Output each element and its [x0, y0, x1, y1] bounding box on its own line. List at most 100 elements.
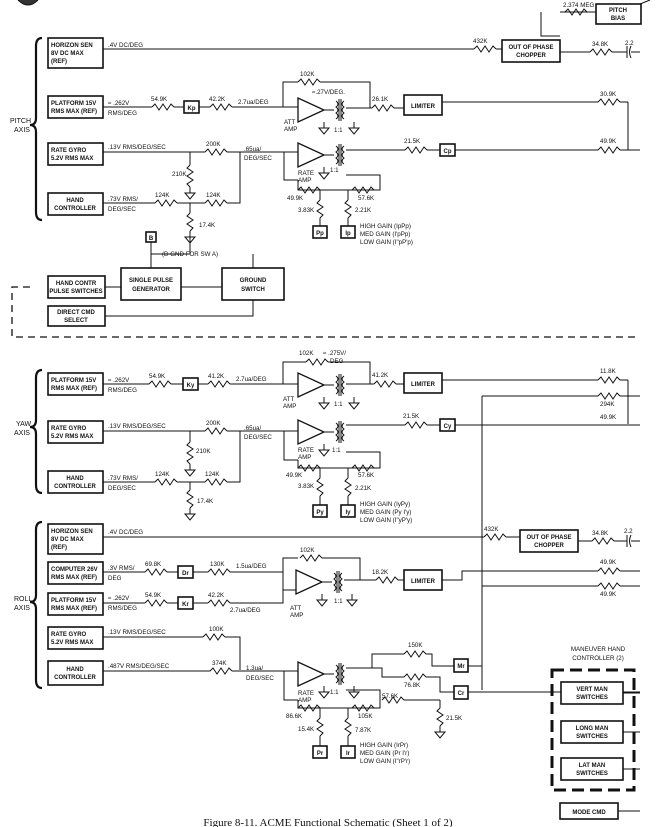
yaw-iy: Iy	[345, 510, 351, 516]
r-2374meg: 2.374 MEG	[563, 2, 594, 9]
pitch-r-499k: 49.9K	[600, 138, 617, 145]
roll-platform-rate: 2.7ua/DEG	[230, 607, 261, 614]
pitch-gain-cp-label: Cp	[444, 149, 452, 155]
maneuver-title-1: MANEUVER HAND	[571, 646, 626, 653]
roll-rate-gyro-l2: 5.2V RMS MAX	[51, 640, 93, 646]
roll-rate-gyro-box	[47, 626, 104, 650]
direct-cmd-l1: DIRECT CMD	[57, 310, 95, 316]
pitch-hand-l1: HAND	[66, 198, 84, 204]
pitch-r-576k: 57.6K	[358, 195, 375, 202]
yaw-gain-high: HIGH GAIN (IyPy)	[360, 501, 410, 508]
pitch-hand-signal-1: .73V RMS/	[108, 196, 138, 203]
yaw-platform-l1: PLATFORM 15V	[51, 378, 96, 384]
yaw-att-amp	[297, 371, 326, 399]
roll-rate-amp	[297, 660, 326, 688]
pitch-feedback-signal: ≈.27V/DEG.	[312, 89, 345, 96]
yaw-rate-amp-l1: RATE	[298, 447, 314, 454]
roll-ir: Ir	[346, 751, 351, 757]
top-fragment: 2.374 MEG PITCH BIAS	[17, 0, 651, 37]
yaw-r-499k: 49.9K	[600, 414, 617, 421]
pitch-hand-r2: 124K	[206, 192, 221, 199]
roll-axis-label-2: AXIS	[14, 605, 30, 612]
yaw-limiter-box	[403, 372, 443, 394]
pitch-hand-l2: CONTROLLER	[54, 206, 96, 212]
pitch-horizon-l2: 8V DC MAX	[51, 51, 84, 57]
lat-man-l1: LAT MAN	[579, 763, 606, 769]
yaw-rate-ratio: 1:1	[332, 447, 341, 454]
long-man-l1: LONG MAN	[576, 726, 609, 732]
pitch-ip: Ip	[345, 231, 351, 237]
yaw-feedback-102k: 102K	[299, 350, 314, 357]
pitch-gain-kp-label: Kp	[188, 106, 196, 112]
yaw-feedback-signal-1: ≈ .275V/	[323, 350, 346, 357]
roll-computer-r2: 130K	[210, 561, 225, 568]
roll-platform-signal-2: RMS/DEG	[108, 605, 137, 612]
roll-ir-box	[340, 745, 356, 759]
b-gnd-label: (B-GND FOR SW A)	[162, 251, 218, 258]
roll-gain-kr-label: Kr	[182, 602, 189, 608]
roll-computer-signal-2: DEG	[108, 575, 122, 582]
pitch-bias-box	[595, 3, 642, 25]
pitch-r-348k: 34.8K	[592, 41, 609, 48]
yaw-rate-l1: .65ua/	[244, 425, 261, 432]
yaw-rate-gyro-l1: RATE GYRO	[51, 426, 87, 432]
yaw-gain-cy-label: Cy	[444, 424, 452, 430]
yaw-platform-r1: 54.9K	[149, 373, 166, 380]
yaw-hand-l2: CONTROLLER	[54, 484, 96, 490]
yaw-att-amp-l2: AMP	[283, 403, 296, 410]
roll-gain-med: MED GAIN (Pr I'r)	[360, 750, 409, 757]
pitch-r-499k-b: 49.9K	[287, 195, 304, 202]
roll-hand-rate-l1: 1.3ua/	[246, 665, 263, 672]
roll-horizon-signal: .4V DC/DEG	[108, 529, 143, 536]
pitch-hand-r1: 124K	[155, 192, 170, 199]
roll-rate-gyro-l1: RATE GYRO	[51, 632, 87, 638]
maneuver-hand-controller: MANEUVER HAND CONTROLLER (2) VERT MAN SW…	[550, 646, 640, 820]
yaw-axis-label-1: YAW	[16, 421, 32, 428]
yaw-platform-l2: RMS MAX (REF)	[51, 386, 97, 392]
vert-man-l2: SWITCHES	[576, 695, 608, 701]
roll-computer-r1: 69.8K	[145, 561, 162, 568]
roll-axis-label-1: ROLL	[14, 596, 32, 603]
yaw-r-210k: 210K	[196, 448, 211, 455]
roll-limiter-label: LIMITER	[411, 579, 436, 585]
long-man-l2: SWITCHES	[576, 734, 608, 740]
pitch-r-200k: 200K	[206, 141, 221, 148]
roll-r-150k: 150K	[408, 642, 423, 649]
roll-horizon-sensor-box	[47, 523, 104, 555]
roll-r-499k-a: 49.9K	[600, 559, 617, 566]
yaw-rate-gyro-box	[47, 420, 104, 444]
yaw-platform-signal-1: ≈ .262V	[108, 377, 130, 384]
pitch-bias-line1: PITCH	[609, 8, 627, 14]
roll-computer-l1: COMPUTER 26V	[51, 567, 98, 573]
roll-hand-l1: HAND	[66, 667, 84, 673]
roll-platform-l1: PLATFORM 15V	[51, 598, 96, 604]
yaw-gain-low: LOW GAIN (I"yP'y)	[360, 517, 412, 524]
pitch-feedback-102k: 102K	[300, 71, 315, 78]
roll-computer-l2: RMS MAX (REF)	[51, 575, 97, 581]
yaw-r-200k: 200K	[206, 420, 221, 427]
pitch-rate-amp-l2: AMP	[298, 177, 311, 184]
roll-r-768k: 76.8K	[404, 682, 421, 689]
roll-horizon-l1: HORIZON SEN	[51, 529, 93, 535]
yaw-r-215k: 21.5K	[403, 413, 420, 420]
yaw-py-box	[312, 504, 328, 518]
pitch-pp-box	[312, 225, 328, 239]
pitch-bias-line2: BIAS	[611, 16, 625, 22]
roll-r-374k: 374K	[212, 660, 227, 667]
figure-caption: Figure 8-11. ACME Functional Schematic (…	[203, 817, 453, 827]
roll-chopper-l1: OUT OF PHASE	[526, 535, 571, 541]
pitch-pp: Pp	[316, 231, 324, 237]
pitch-limiter-label: LIMITER	[411, 104, 436, 110]
roll-hand-signal: .487V RMS/DEG/SEC	[108, 663, 170, 670]
roll-pr: Pr	[317, 751, 324, 757]
yaw-r-221k: 2.21K	[355, 485, 372, 492]
pitch-r-221k: 2.21K	[355, 207, 372, 214]
roll-gain-low: LOW GAIN (I"rP'r)	[360, 758, 410, 765]
pitch-axis-label-1: PITCH	[10, 118, 31, 125]
roll-platform-l2: RMS MAX (REF)	[51, 606, 97, 612]
roll-gain-high: HIGH GAIN (IrPr)	[360, 742, 408, 749]
maneuver-title-2: CONTROLLER (2)	[572, 655, 624, 662]
pitch-rate-l2: DEG/SEC	[244, 155, 272, 162]
pitch-rate-amp	[297, 141, 326, 169]
